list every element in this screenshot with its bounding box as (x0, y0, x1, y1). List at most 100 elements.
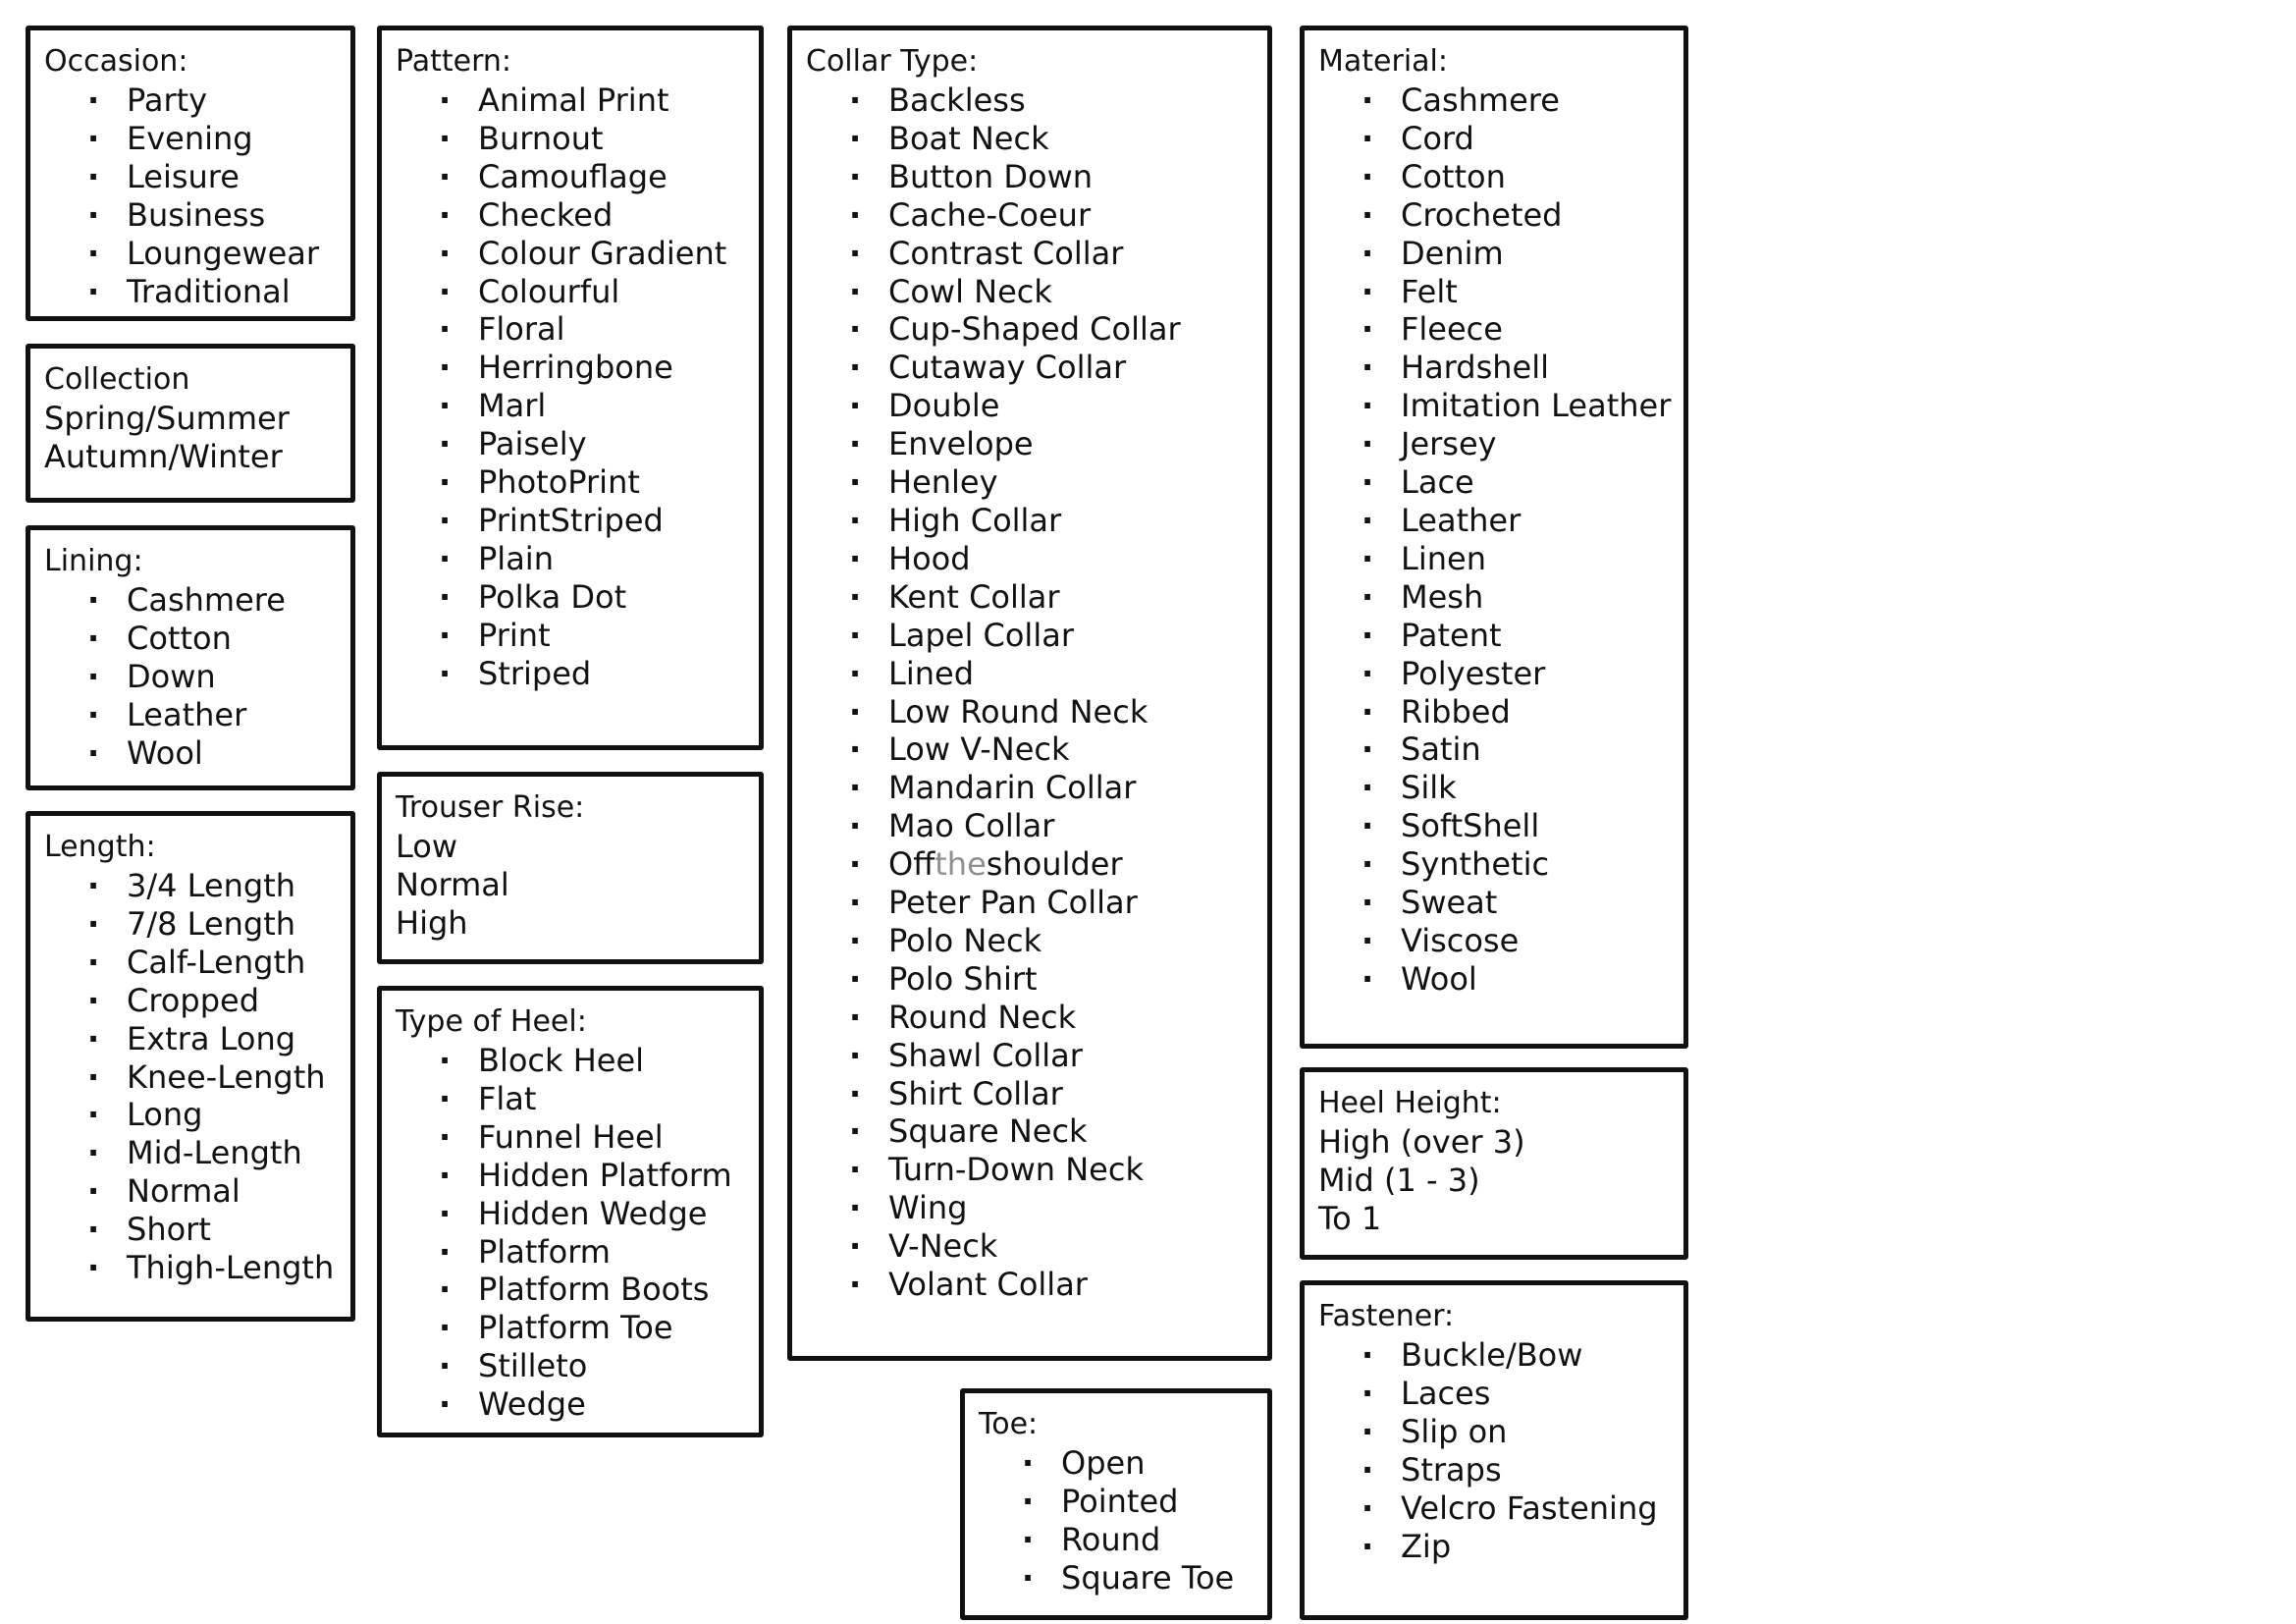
list-item: Calf-Length (44, 944, 350, 982)
fastener-list: Buckle/BowLacesSlip onStrapsVelcro Faste… (1318, 1336, 1683, 1565)
list-item: Normal (44, 1172, 350, 1211)
list-item: Slip on (1318, 1413, 1683, 1451)
list-item: Cashmere (44, 581, 350, 620)
list-item: Leather (44, 696, 350, 734)
list-item: Silk (1318, 769, 1683, 807)
list-item: Cotton (44, 620, 350, 658)
list-item: Laces (1318, 1375, 1683, 1413)
list-item: Flat (396, 1080, 759, 1118)
list-item: Low Round Neck (806, 693, 1267, 731)
material-box: Material: CashmereCordCottonCrochetedDen… (1300, 26, 1688, 1049)
list-item: Hood (806, 540, 1267, 578)
list-item: Leisure (44, 158, 350, 196)
list-item: Wedge (396, 1385, 759, 1424)
list-item: 3/4 Length (44, 867, 350, 905)
list-item: Hidden Platform (396, 1157, 759, 1195)
lining-box: Lining: CashmereCottonDownLeatherWool (26, 525, 355, 790)
list-item: Denim (1318, 235, 1683, 273)
list-item: Cowl Neck (806, 273, 1267, 311)
list-item: Thigh-Length (44, 1249, 350, 1287)
list-item: Viscose (1318, 922, 1683, 960)
list-item: Lapel Collar (806, 617, 1267, 655)
list-item: Down (44, 658, 350, 696)
list-item: Cutaway Collar (806, 349, 1267, 387)
list-item: Ribbed (1318, 693, 1683, 731)
list-item: Floral (396, 310, 759, 349)
list-item: Open (979, 1444, 1267, 1483)
list-item: Wool (1318, 960, 1683, 999)
list-item: Linen (1318, 540, 1683, 578)
list-item: Turn-Down Neck (806, 1151, 1267, 1189)
list-item: Polo Neck (806, 922, 1267, 960)
list-item: Business (44, 196, 350, 235)
off-shoulder-part-2: the (934, 845, 987, 884)
list-item: Mao Collar (806, 807, 1267, 845)
list-item: Kent Collar (806, 578, 1267, 617)
list-item: Leather (1318, 502, 1683, 540)
pattern-title: Pattern: (396, 44, 512, 79)
toe-box: Toe: OpenPointedRoundSquare Toe (960, 1388, 1272, 1620)
list-item: Envelope (806, 425, 1267, 463)
occasion-box: Occasion: PartyEveningLeisureBusinessLou… (26, 26, 355, 321)
lining-title: Lining: (44, 544, 143, 578)
list-item: Pointed (979, 1483, 1267, 1521)
collar-type-list: BacklessBoat NeckButton DownCache-CoeurC… (806, 81, 1267, 1304)
trouser-rise-title: Trouser Rise: (396, 790, 585, 825)
list-item: Cup-Shaped Collar (806, 310, 1267, 349)
list-item: Square Neck (806, 1112, 1267, 1151)
list-item: Fleece (1318, 310, 1683, 349)
list-item: Cashmere (1318, 81, 1683, 120)
list-group: BacklessBoat NeckButton DownCache-CoeurC… (806, 81, 1267, 845)
list-item: Velcro Fastening (1318, 1489, 1683, 1528)
list-item: Animal Print (396, 81, 759, 120)
list-item: Volant Collar (806, 1266, 1267, 1304)
list-item: Party (44, 81, 350, 120)
list-item: Hardshell (1318, 349, 1683, 387)
list-item: Knee-Length (44, 1058, 350, 1097)
pattern-box: Pattern: Animal PrintBurnoutCamouflageCh… (377, 26, 764, 750)
lining-list: CashmereCottonDownLeatherWool (44, 581, 350, 773)
text-line: Mid (1 - 3) (1318, 1162, 1480, 1199)
text-line: Normal (396, 866, 509, 903)
list-item: Offtheshoulder (806, 845, 1267, 884)
list-item: Patent (1318, 617, 1683, 655)
list-item: Hidden Wedge (396, 1195, 759, 1233)
list-item: Camouflage (396, 158, 759, 196)
list-item: Cache-Coeur (806, 196, 1267, 235)
list-item: Contrast Collar (806, 235, 1267, 273)
list-item: Straps (1318, 1451, 1683, 1489)
list-item: Traditional (44, 273, 350, 311)
list-item: Synthetic (1318, 845, 1683, 884)
list-item: Low V-Neck (806, 731, 1267, 769)
heel-type-title: Type of Heel: (396, 1004, 587, 1039)
list-item: Lace (1318, 463, 1683, 502)
list-item: SoftShell (1318, 807, 1683, 845)
collection-title: Collection (44, 362, 190, 397)
fastener-box: Fastener: Buckle/BowLacesSlip onStrapsVe… (1300, 1280, 1688, 1620)
list-item: Short (44, 1211, 350, 1249)
collar-type-group-after: Peter Pan CollarPolo NeckPolo ShirtRound… (806, 884, 1267, 1304)
list-item: Crocheted (1318, 196, 1683, 235)
occasion-list: PartyEveningLeisureBusinessLoungewearTra… (44, 81, 350, 310)
length-list: 3/4 Length7/8 LengthCalf-LengthCroppedEx… (44, 867, 350, 1287)
off-shoulder-part-3: shoulder (986, 845, 1123, 884)
material-title: Material: (1318, 44, 1448, 79)
list-item: Cropped (44, 982, 350, 1020)
list-item: Polyester (1318, 655, 1683, 693)
list-item: Backless (806, 81, 1267, 120)
collar-type-box: Collar Type: BacklessBoat NeckButton Dow… (787, 26, 1272, 1361)
list-item: 7/8 Length (44, 905, 350, 944)
list-item: Lined (806, 655, 1267, 693)
list-item: Round Neck (806, 999, 1267, 1037)
list-item: Plain (396, 540, 759, 578)
heel-type-list: Block HeelFlatFunnel HeelHidden Platform… (396, 1042, 759, 1424)
list-item: Sweat (1318, 884, 1683, 922)
pattern-list: Animal PrintBurnoutCamouflageCheckedColo… (396, 81, 759, 693)
list-item: Zip (1318, 1528, 1683, 1566)
list-item: Wing (806, 1189, 1267, 1227)
list-item: High Collar (806, 502, 1267, 540)
list-item: Loungewear (44, 235, 350, 273)
fastener-title: Fastener: (1318, 1299, 1455, 1333)
